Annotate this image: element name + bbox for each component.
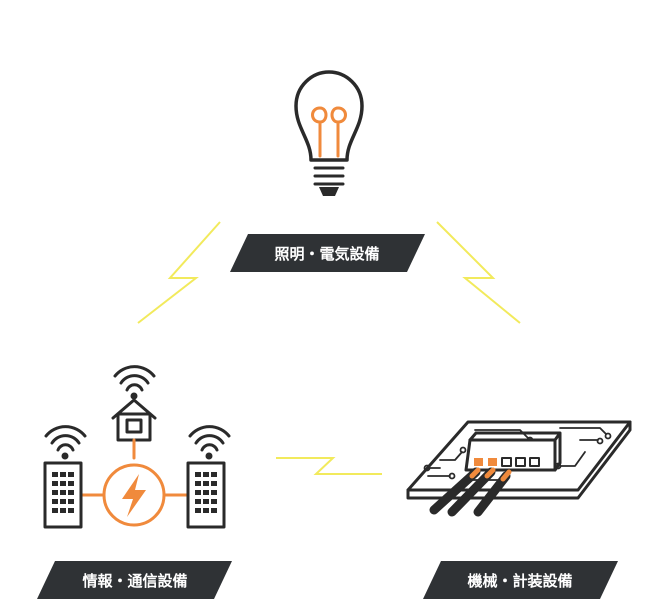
lightning-bolt-right [436, 221, 521, 324]
label-top-text: 照明・電気設備 [274, 245, 379, 263]
circuit-board-icon [406, 420, 632, 517]
wifi-icon-house [113, 365, 156, 400]
building-icon-left [43, 461, 83, 529]
lightning-connectors [137, 221, 521, 475]
label-top: 照明・電気設備 [230, 234, 425, 272]
label-bottom-left: 情報・通信設備 [37, 561, 232, 599]
label-bottom-right: 機械・計装設備 [423, 561, 618, 599]
wifi-icon-right-building [188, 425, 231, 460]
network-power-icon [43, 365, 231, 529]
lightbulb-icon [294, 70, 364, 196]
wifi-icon-left-building [44, 425, 87, 460]
label-bottom-left-text: 情報・通信設備 [82, 572, 187, 590]
building-icon-right [186, 461, 226, 529]
lightning-bolt-left [137, 221, 221, 324]
power-bolt-icon [122, 474, 146, 517]
house-icon [111, 398, 157, 442]
label-bottom-right-text: 機械・計装設備 [467, 572, 572, 590]
power-circle [102, 463, 166, 527]
lightning-bolt-bottom [276, 457, 382, 475]
